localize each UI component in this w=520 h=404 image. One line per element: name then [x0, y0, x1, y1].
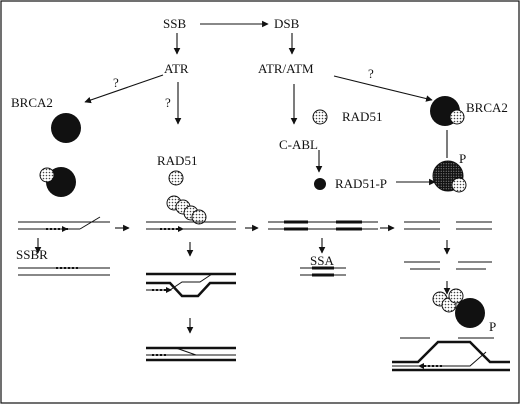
- arrow-atratm-brca2: [333, 75, 433, 102]
- rad51-p-dot: [314, 178, 326, 190]
- rad51-small-left: [39, 167, 55, 183]
- label-question-2: ?: [165, 95, 171, 110]
- rad51-bottom-3: [448, 288, 464, 304]
- arrow-atr-brca2: [84, 74, 164, 104]
- label-ssa: SSA: [310, 253, 334, 268]
- label-p-phospho: P: [459, 151, 467, 166]
- label-ssb: SSB: [163, 16, 187, 31]
- label-p-bottom: P: [489, 319, 497, 334]
- dna-strands: [18, 216, 510, 372]
- rad51-filament-4: [191, 209, 207, 225]
- label-c-abl: C-ABL: [279, 137, 318, 152]
- label-rad51-right: RAD51: [342, 109, 383, 124]
- label-brca2-right: BRCA2: [466, 100, 508, 115]
- brca2-left-circle: [51, 113, 81, 143]
- label-brca2-left: BRCA2: [11, 95, 53, 110]
- rad51-right-circle: [312, 109, 328, 125]
- rad51-on-phospho: [451, 177, 467, 193]
- label-atr: ATR: [164, 61, 189, 76]
- brca2-bottom-right: [455, 298, 485, 328]
- label-atr-atm: ATR/ATM: [258, 61, 314, 76]
- label-rad51-p: RAD51-P: [335, 176, 388, 191]
- label-ssbr: SSBR: [16, 247, 48, 262]
- rad51-on-brca2: [449, 109, 465, 125]
- label-question-1: ?: [113, 75, 119, 90]
- proteins: [39, 96, 485, 328]
- label-dsb: DSB: [274, 16, 300, 31]
- rad51-mid-circle: [168, 170, 184, 186]
- arrows: [34, 20, 451, 334]
- label-question-3: ?: [368, 66, 374, 81]
- label-rad51-mid: RAD51: [157, 153, 198, 168]
